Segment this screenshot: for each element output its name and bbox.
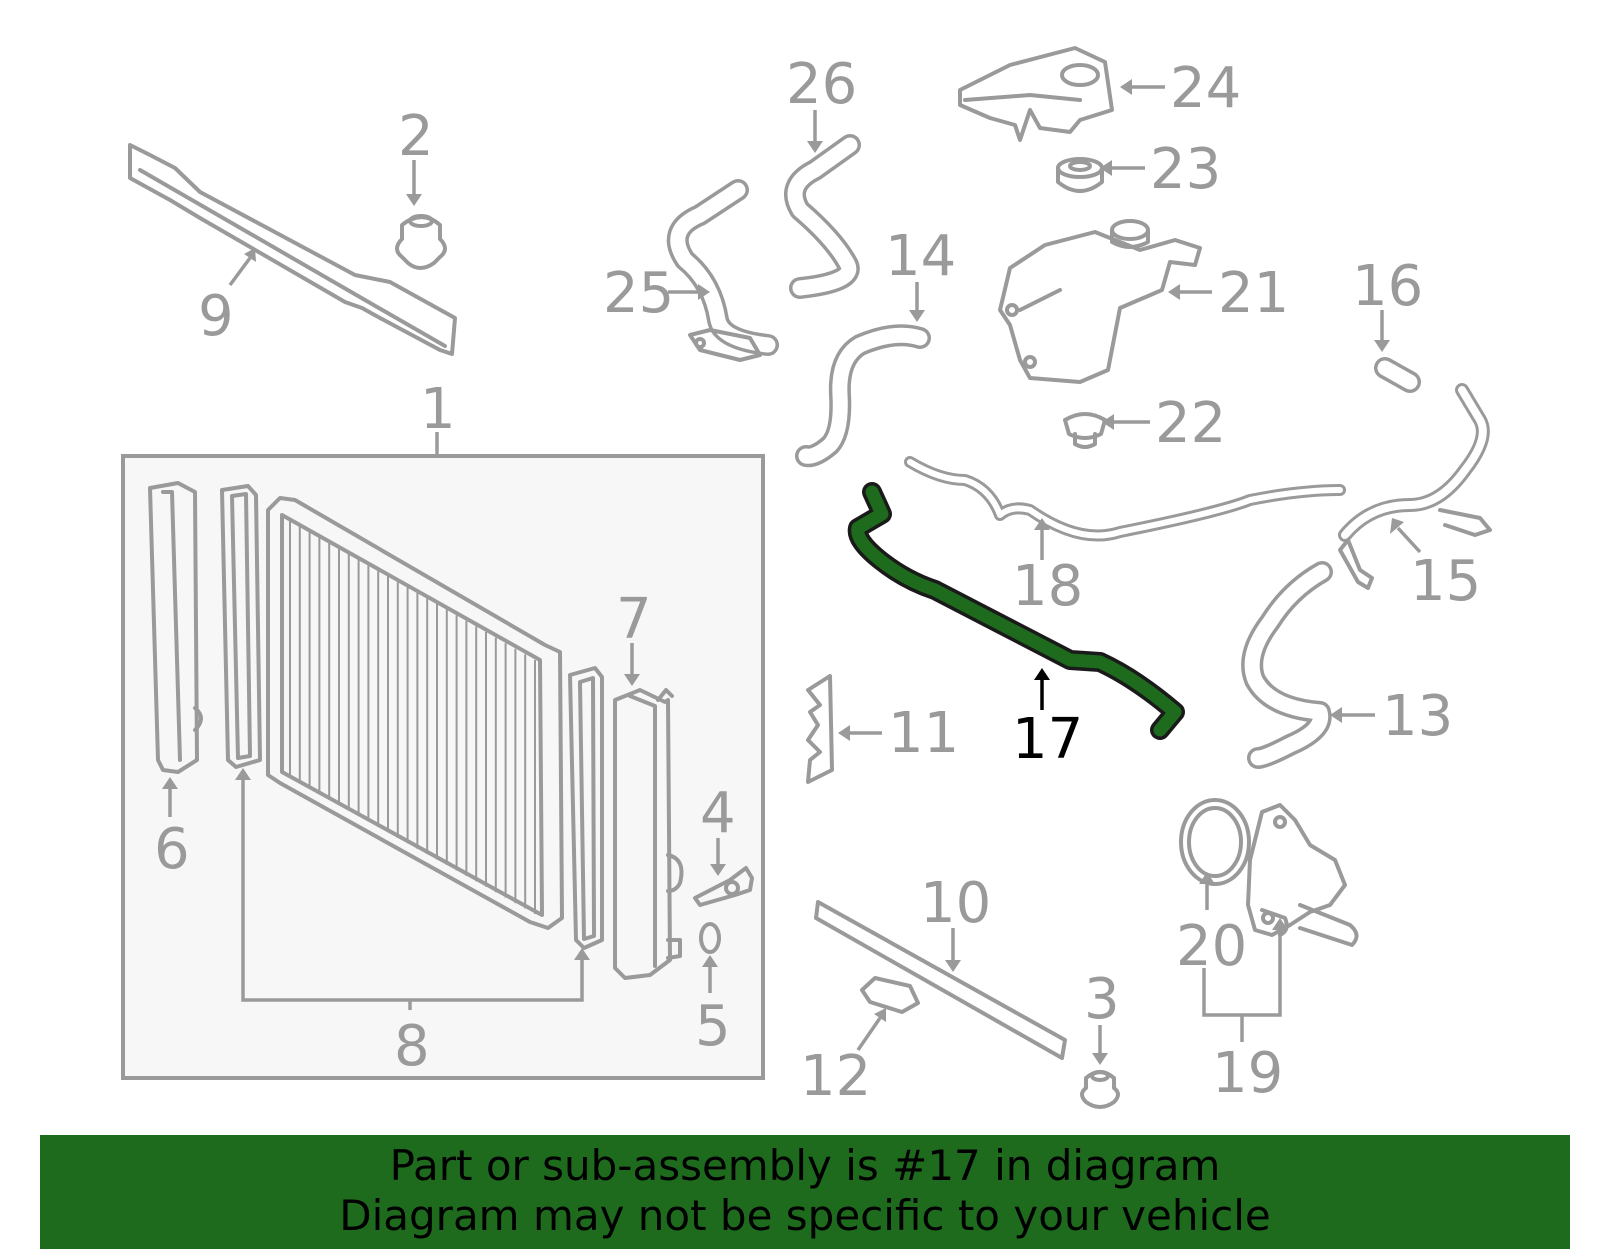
label-6: 6 bbox=[154, 817, 190, 882]
part-24-reservoir-cover bbox=[958, 46, 1114, 142]
label-16: 16 bbox=[1352, 254, 1423, 319]
banner-line-1: Part or sub-assembly is #17 in diagram bbox=[389, 1141, 1221, 1190]
label-22: 22 bbox=[1155, 391, 1226, 456]
label-26: 26 bbox=[786, 52, 857, 117]
part-21-reservoir-tank bbox=[998, 219, 1202, 384]
part-2-grommet bbox=[395, 214, 447, 270]
part-8-seal-right bbox=[568, 666, 604, 950]
label-1: 1 bbox=[420, 377, 456, 442]
part-9-support bbox=[128, 143, 457, 356]
part-3-grommet bbox=[1080, 1070, 1120, 1109]
part-6-side-seal bbox=[148, 481, 203, 774]
label-3: 3 bbox=[1084, 967, 1120, 1032]
part-20-gasket bbox=[1179, 798, 1251, 886]
part-19-water-inlet bbox=[1246, 803, 1359, 947]
part-7-radiator-tank bbox=[613, 688, 684, 980]
label-19: 19 bbox=[1212, 1041, 1283, 1106]
label-4: 4 bbox=[700, 781, 736, 846]
part-15-pipe bbox=[1338, 383, 1492, 590]
label-7: 7 bbox=[616, 587, 652, 652]
label-5: 5 bbox=[695, 994, 731, 1059]
label-23: 23 bbox=[1150, 137, 1221, 202]
label-2: 2 bbox=[398, 104, 434, 169]
part-labels: 1 2 3 4 5 6 7 8 9 10 11 12 13 14 15 16 1… bbox=[154, 52, 1481, 1109]
part-25-hose bbox=[666, 179, 779, 362]
part-16-hose bbox=[1374, 357, 1421, 393]
leader-lines bbox=[162, 79, 1422, 1065]
label-13: 13 bbox=[1382, 684, 1453, 749]
label-17: 17 bbox=[1012, 707, 1083, 772]
label-20: 20 bbox=[1176, 914, 1247, 979]
part-17-highlighted-hose bbox=[847, 482, 1185, 740]
part-23-grommet bbox=[1056, 157, 1104, 193]
part-10-seal-strip bbox=[814, 900, 1067, 1060]
part-13-hose bbox=[1241, 561, 1333, 769]
label-12: 12 bbox=[800, 1044, 871, 1109]
part-22-cap bbox=[1063, 412, 1107, 449]
label-25: 25 bbox=[603, 261, 674, 326]
label-24: 24 bbox=[1170, 56, 1241, 121]
part-12-pad bbox=[860, 976, 920, 1014]
radiator-core bbox=[266, 496, 564, 930]
part-14-hose bbox=[795, 324, 931, 468]
label-11: 11 bbox=[888, 701, 959, 766]
label-8: 8 bbox=[394, 1014, 430, 1079]
part-4-drain-cock bbox=[693, 866, 754, 907]
label-14: 14 bbox=[885, 224, 956, 289]
part-11-bracket bbox=[806, 674, 834, 784]
label-18: 18 bbox=[1012, 554, 1083, 619]
part-8-seal-left bbox=[220, 484, 262, 769]
banner-line-2: Diagram may not be specific to your vehi… bbox=[339, 1191, 1271, 1240]
part-26-hose bbox=[784, 134, 861, 299]
label-15: 15 bbox=[1410, 549, 1481, 614]
label-21: 21 bbox=[1218, 261, 1289, 326]
label-9: 9 bbox=[198, 284, 234, 349]
info-banner: Part or sub-assembly is #17 in diagram D… bbox=[40, 1135, 1570, 1249]
part-5-o-ring bbox=[699, 922, 721, 954]
part-18-hose bbox=[904, 456, 1346, 542]
label-10: 10 bbox=[920, 871, 991, 936]
